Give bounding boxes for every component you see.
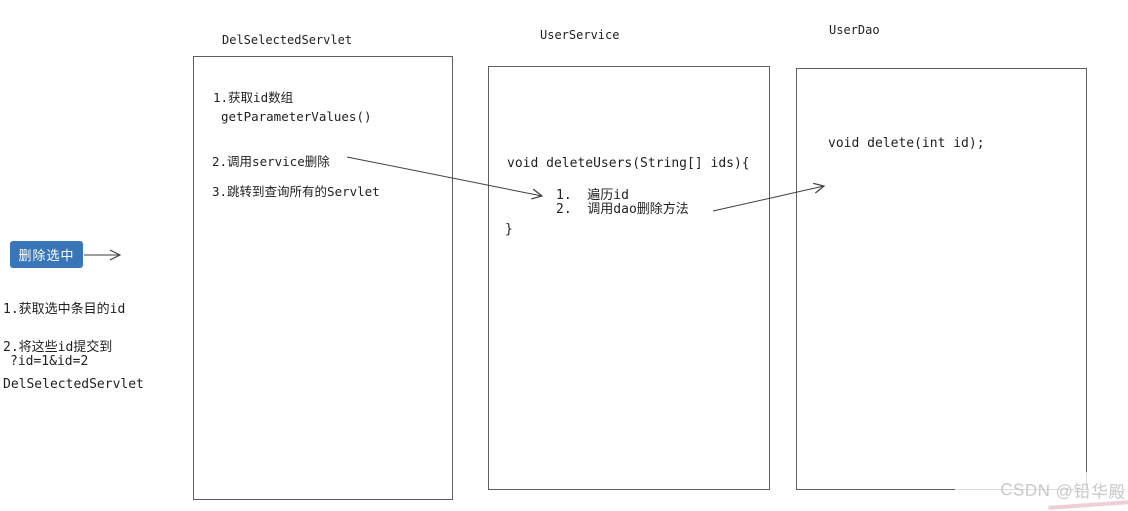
service-box-title: UserService <box>540 28 620 42</box>
servlet-box <box>193 56 453 500</box>
dao-box-title: UserDao <box>829 23 880 37</box>
service-step2-text: 2. 调用dao删除方法 <box>556 202 689 217</box>
note-line-2: 2.将这些id提交到 <box>3 339 113 355</box>
note-line-3: DelSelectedServlet <box>3 377 144 392</box>
dao-box <box>796 68 1087 490</box>
dao-method-signature: void delete(int id); <box>828 136 985 151</box>
servlet-step3-text: 3.跳转到查询所有的Servlet <box>212 184 380 199</box>
servlet-step1-text: 1.获取id数组 <box>213 90 294 105</box>
left-panel-notes: 1.获取选中条目的id 2.将这些id提交到 DelSelectedServle… <box>3 279 144 417</box>
service-box <box>488 66 770 490</box>
service-method-signature: void deleteUsers(String[] ids){ <box>507 156 750 171</box>
servlet-box-title: DelSelectedServlet <box>222 33 353 47</box>
servlet-step2-text: 2.调用service删除 <box>212 154 330 169</box>
service-closing-brace: } <box>505 222 513 237</box>
query-string-text: ?id=1&id=2 <box>10 354 89 369</box>
delete-selected-button[interactable]: 删除选中 <box>10 241 83 268</box>
service-step1-text: 1. 遍历id <box>556 188 629 203</box>
servlet-step1-detail-text: getParameterValues() <box>221 109 372 124</box>
note-line-1: 1.获取选中条目的id <box>3 302 126 317</box>
